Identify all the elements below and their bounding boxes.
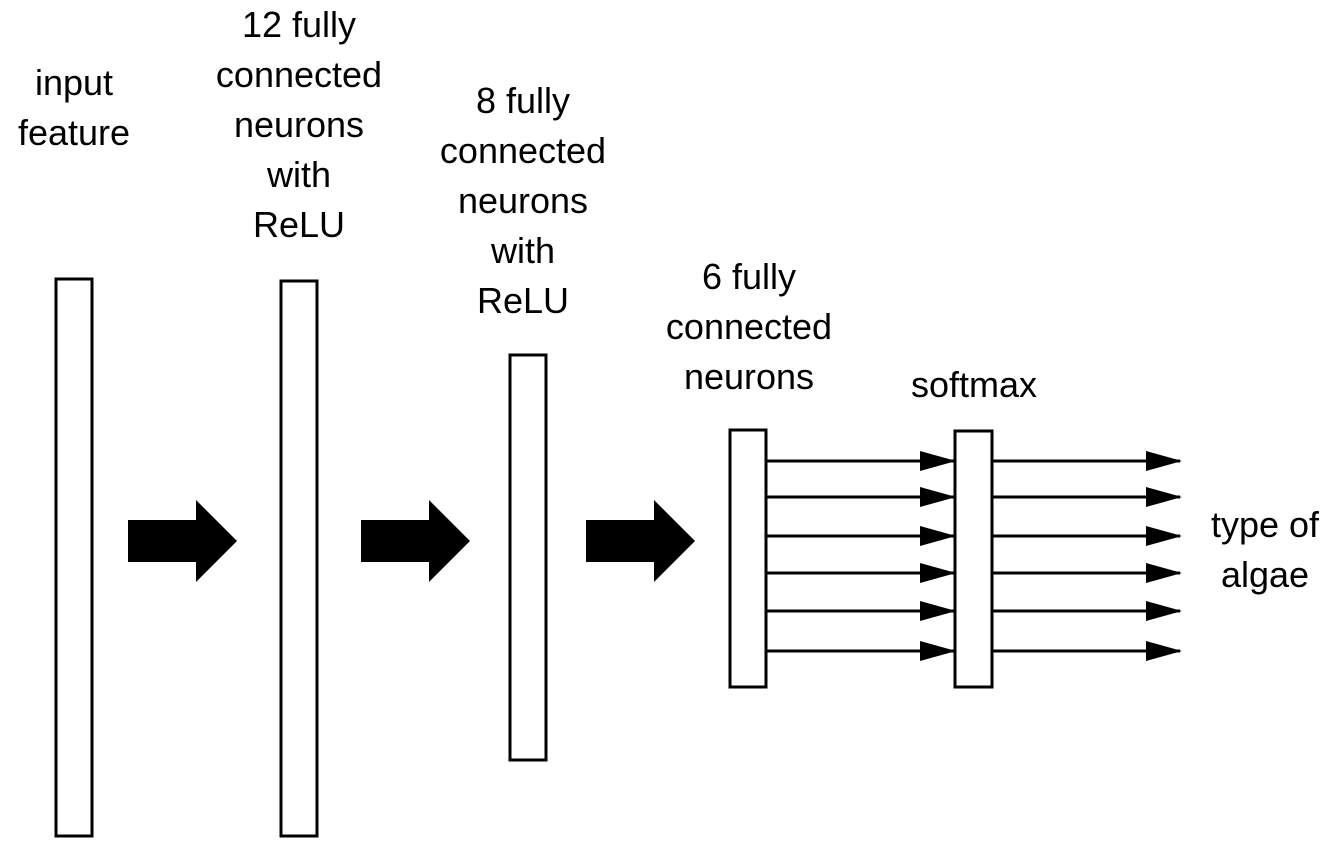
fc12-layer bbox=[279, 279, 319, 838]
softmax-output-arrows bbox=[992, 451, 1182, 661]
output-label: type of algae bbox=[1210, 504, 1320, 595]
input-feature-layer bbox=[54, 277, 94, 838]
block-arrow-2 bbox=[361, 500, 470, 582]
fc8-layer bbox=[508, 353, 548, 762]
fc6-to-softmax-arrows bbox=[766, 451, 956, 661]
fc12-relu-label: 12 fully connected neurons with ReLU bbox=[215, 4, 383, 245]
softmax-label: softmax bbox=[910, 364, 1038, 405]
fc6-layer bbox=[728, 428, 768, 689]
input-feature-label: input feature bbox=[17, 62, 131, 153]
fc8-relu-label: 8 fully connected neurons with ReLU bbox=[439, 80, 607, 321]
softmax-layer bbox=[953, 429, 994, 689]
fc6-label: 6 fully connected neurons bbox=[665, 256, 833, 397]
block-arrow-1 bbox=[128, 500, 237, 582]
block-arrow-3 bbox=[586, 500, 695, 582]
